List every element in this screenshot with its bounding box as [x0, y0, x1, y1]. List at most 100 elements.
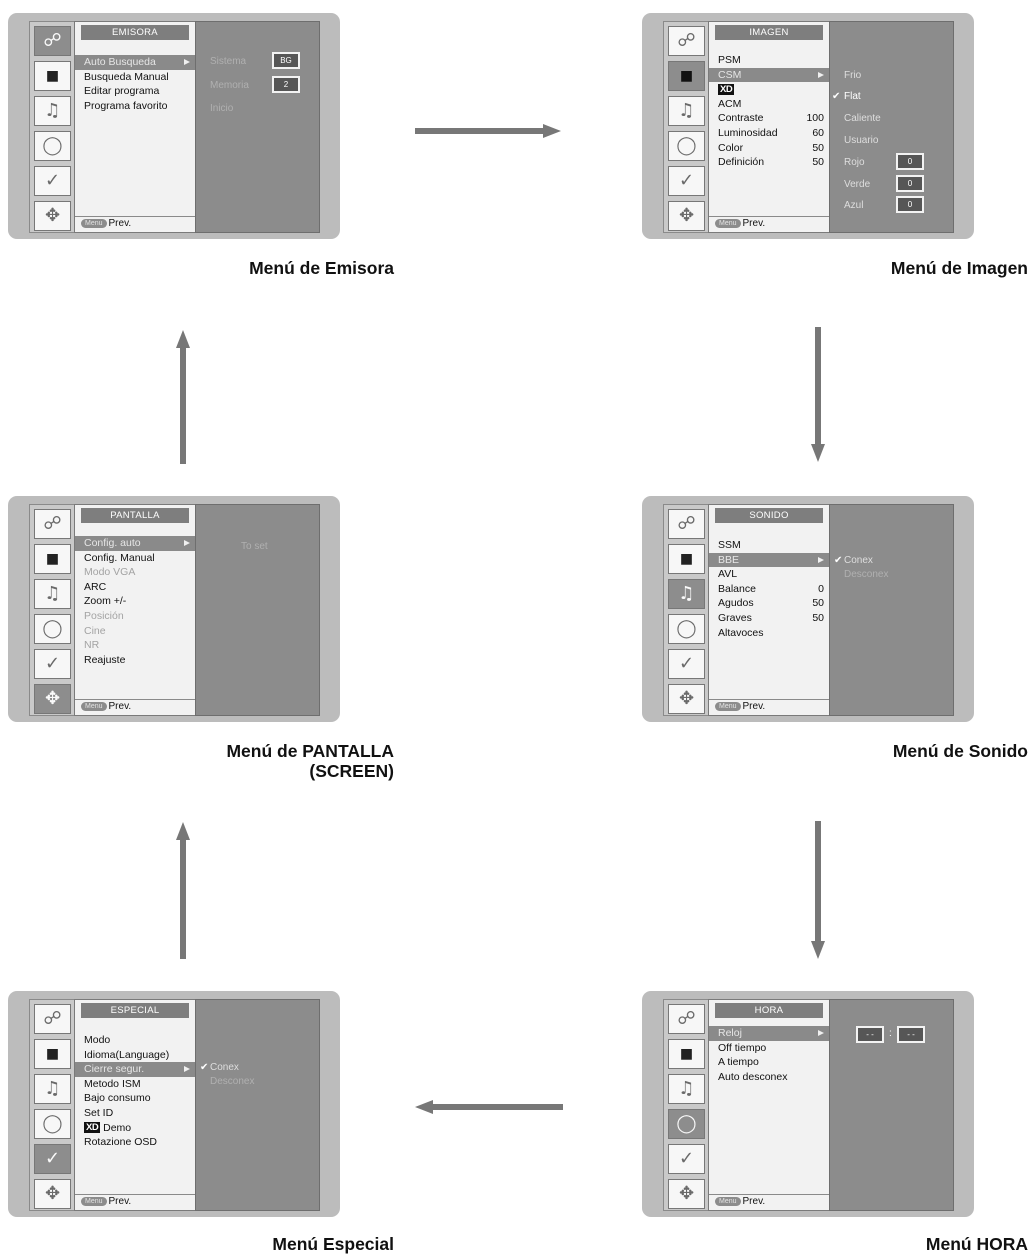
memoria-value-box[interactable]: 2	[272, 76, 300, 93]
menu-item-cierre-segur[interactable]: Cierre segur.	[75, 1062, 196, 1077]
menu-item-auto-desconex[interactable]: Auto desconex	[718, 1070, 788, 1083]
menu-key-icon: Menu	[81, 218, 107, 228]
menu-item-arc[interactable]: ARC	[84, 580, 107, 593]
clock-icon[interactable]: ◯	[668, 614, 705, 644]
option-usuario[interactable]: Usuario	[844, 135, 879, 146]
menu-item-reajuste[interactable]: Reajuste	[84, 653, 126, 666]
antenna-icon[interactable]: ☍	[34, 1004, 71, 1034]
azul-value-box[interactable]: 0	[896, 196, 924, 213]
minute-field[interactable]: - -	[897, 1026, 925, 1043]
menu-item-zoom[interactable]: Zoom +/-	[84, 595, 127, 608]
option-conex[interactable]: Conex	[844, 555, 873, 566]
tv-screen-icon[interactable]: ■	[668, 61, 705, 91]
especial-submenu: ✔ Conex Desconex	[195, 999, 320, 1211]
menu-item-config-auto[interactable]: Config. auto	[75, 536, 196, 551]
menu-item-auto-busqueda[interactable]: Auto Busqueda	[75, 55, 196, 70]
antenna-icon[interactable]: ☍	[34, 509, 71, 539]
verde-value-box[interactable]: 0	[896, 175, 924, 192]
menu-item-modo[interactable]: Modo	[84, 1034, 111, 1046]
wrench-icon[interactable]: ✓	[668, 1144, 705, 1174]
menu-title: ESPECIAL	[81, 1003, 189, 1018]
speaker-icon[interactable]: ♫	[34, 96, 71, 126]
option-caliente[interactable]: Caliente	[844, 113, 881, 124]
inicio-label[interactable]: Inicio	[210, 103, 234, 114]
menu-item-label: CSM	[718, 68, 742, 81]
wrench-icon[interactable]: ✓	[34, 166, 71, 196]
speaker-icon[interactable]: ♫	[668, 1074, 705, 1104]
wrench-icon[interactable]: ✓	[34, 649, 71, 679]
speaker-icon[interactable]: ♫	[34, 1074, 71, 1104]
caption-pantalla: Menú de PANTALLA (SCREEN)	[226, 741, 394, 781]
menu-item-busqueda-manual[interactable]: Busqueda Manual	[84, 70, 169, 83]
rojo-value-box[interactable]: 0	[896, 153, 924, 170]
option-desconex[interactable]: Desconex	[844, 569, 889, 580]
menu-item-programa-favorito[interactable]: Programa favorito	[84, 99, 168, 112]
move-arrows-icon[interactable]: ✥	[34, 1179, 71, 1209]
move-arrows-icon[interactable]: ✥	[668, 1179, 705, 1209]
caption-emisora: Menú de Emisora	[249, 258, 394, 278]
tv-screen-icon[interactable]: ■	[34, 61, 71, 91]
option-conex[interactable]: Conex	[210, 1062, 239, 1073]
antenna-icon[interactable]: ☍	[668, 509, 705, 539]
caption-pantalla-line2: (SCREEN)	[309, 761, 394, 781]
move-arrows-icon[interactable]: ✥	[34, 684, 71, 714]
menu-item-ssm[interactable]: SSM	[709, 538, 830, 553]
speaker-icon[interactable]: ♫	[34, 579, 71, 609]
tv-screen-icon[interactable]: ■	[34, 1039, 71, 1069]
move-arrows-icon[interactable]: ✥	[668, 684, 705, 714]
wrench-icon[interactable]: ✓	[34, 1144, 71, 1174]
menu-item-xd-demo[interactable]: XD Demo	[75, 1121, 196, 1136]
menu-item-label: Luminosidad	[718, 126, 778, 139]
option-frio[interactable]: Frio	[844, 70, 862, 81]
sistema-value-box[interactable]: BG	[272, 52, 300, 69]
hour-field[interactable]: - -	[856, 1026, 884, 1043]
menu-item-bajo-consumo[interactable]: Bajo consumo	[84, 1092, 151, 1105]
menu-item-config-manual[interactable]: Config. Manual	[84, 551, 155, 564]
menu-item-reloj[interactable]: Reloj	[709, 1026, 830, 1041]
move-arrows-icon[interactable]: ✥	[668, 201, 705, 231]
menu-item-psm[interactable]: PSM	[709, 53, 830, 68]
menu-item-acm[interactable]: ACM	[709, 97, 830, 112]
speaker-icon[interactable]: ♫	[668, 96, 705, 126]
menu-item-set-id[interactable]: Set ID	[84, 1106, 114, 1119]
tv-screen-icon[interactable]: ■	[668, 1039, 705, 1069]
menu-item-bbe[interactable]: BBE	[709, 552, 830, 568]
move-arrows-icon[interactable]: ✥	[34, 201, 71, 231]
tv-screen-icon[interactable]: ■	[668, 544, 705, 574]
menu-item-idioma[interactable]: Idioma(Language)	[84, 1048, 170, 1061]
option-desconex[interactable]: Desconex	[210, 1076, 255, 1087]
menu-item-off-tiempo[interactable]: Off tiempo	[718, 1041, 767, 1054]
menu-item-rotazione-osd[interactable]: Rotazione OSD	[84, 1136, 157, 1149]
clock-icon[interactable]: ◯	[668, 1109, 705, 1139]
menu-item-csm[interactable]: CSM	[709, 67, 830, 83]
antenna-icon[interactable]: ☍	[668, 1004, 705, 1034]
menu-item-metodo-ism[interactable]: Metodo ISM	[84, 1077, 141, 1090]
clock-icon[interactable]: ◯	[34, 1109, 71, 1139]
menu-item-a-tiempo[interactable]: A tiempo	[718, 1056, 759, 1069]
wrench-icon[interactable]: ✓	[668, 166, 705, 196]
option-to-set[interactable]: To set	[241, 541, 268, 552]
menu-item-avl[interactable]: AVL	[709, 567, 830, 582]
clock-icon[interactable]: ◯	[668, 131, 705, 161]
speaker-icon[interactable]: ♫	[668, 579, 705, 609]
clock-icon[interactable]: ◯	[34, 131, 71, 161]
emisora-menu-panel: ☍ ■ ♫ ◯ ✓ ✥ EMISORA Auto Busqueda Busque…	[8, 13, 340, 239]
antenna-icon[interactable]: ☍	[34, 26, 71, 56]
tv-screen-icon[interactable]: ■	[34, 544, 71, 574]
menu-item-altavoces[interactable]: Altavoces	[709, 626, 830, 641]
menu-item-xd[interactable]: XD	[709, 82, 830, 97]
menu-item-posicion: Posición	[84, 609, 124, 622]
wrench-icon[interactable]: ✓	[668, 649, 705, 679]
antenna-icon[interactable]: ☍	[668, 26, 705, 56]
menu-item-editar-programa[interactable]: Editar programa	[84, 85, 160, 98]
option-flat[interactable]: Flat	[844, 91, 861, 102]
clock-icon[interactable]: ◯	[34, 614, 71, 644]
